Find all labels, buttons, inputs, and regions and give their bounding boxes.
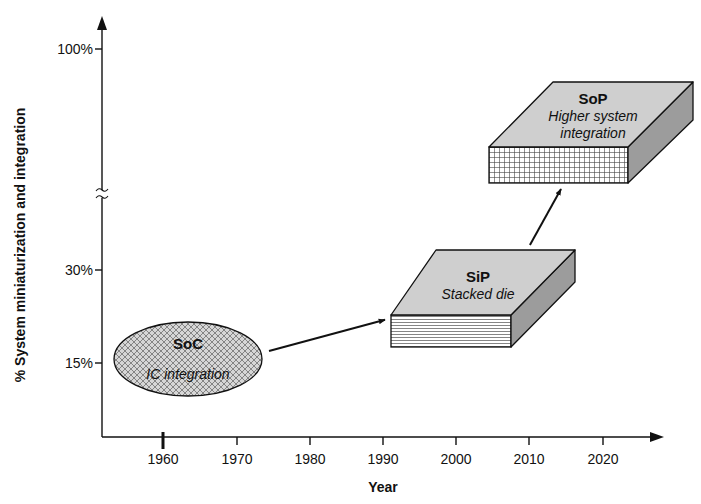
tick <box>162 432 165 449</box>
axis-arrowhead <box>97 16 107 30</box>
y-tick-label: 30% <box>65 262 93 278</box>
y-tick-label: 100% <box>57 41 93 57</box>
top-face <box>391 250 575 315</box>
ellipse-outline <box>113 321 263 397</box>
node-text: SiPStacked die <box>433 268 523 303</box>
tick <box>95 269 102 270</box>
node-subtitle: Higher system integration <box>543 108 643 142</box>
tick <box>95 48 102 49</box>
tick <box>309 437 310 445</box>
node-subtitle: Stacked die <box>433 286 523 303</box>
x-tick-label: 1970 <box>221 451 252 467</box>
x-tick-label: 2000 <box>440 451 471 467</box>
node-title: SoP <box>543 90 643 107</box>
axis-break <box>96 189 108 199</box>
x-axis <box>102 436 656 437</box>
node-title: SiP <box>433 268 523 285</box>
ic-ellipse: SoC IC integration <box>113 321 263 397</box>
ellipse <box>114 322 262 396</box>
tick <box>602 437 603 445</box>
arrow-connector <box>530 189 561 245</box>
x-tick-label: 1990 <box>367 451 398 467</box>
tick <box>455 437 456 445</box>
x-tick-label: 2020 <box>587 451 618 467</box>
y-tick-label: 15% <box>65 355 93 371</box>
axis-title: Year <box>368 479 398 495</box>
x-tick-label: 1980 <box>294 451 325 467</box>
x-tick-label: 1960 <box>147 451 178 467</box>
front-face <box>489 147 628 183</box>
top-face <box>489 82 693 147</box>
tick <box>382 437 383 445</box>
node-subtitle: IC integration <box>123 366 253 383</box>
tick <box>236 437 237 445</box>
node-text: SoPHigher system integration <box>543 90 643 142</box>
x-tick-label: 2010 <box>513 451 544 467</box>
tick <box>528 437 529 445</box>
front-face <box>391 315 511 347</box>
node-title: SoC <box>123 335 253 352</box>
arrow-connector <box>269 320 385 351</box>
package-box: SoPHigher system integration <box>489 82 693 183</box>
axis-title: % System miniaturization and integration <box>12 108 28 383</box>
node-text: SoC IC integration <box>123 335 253 383</box>
y-axis <box>101 22 102 437</box>
axis-arrowhead <box>650 432 664 442</box>
tick <box>95 362 102 363</box>
package-box: SiPStacked die <box>391 250 575 347</box>
